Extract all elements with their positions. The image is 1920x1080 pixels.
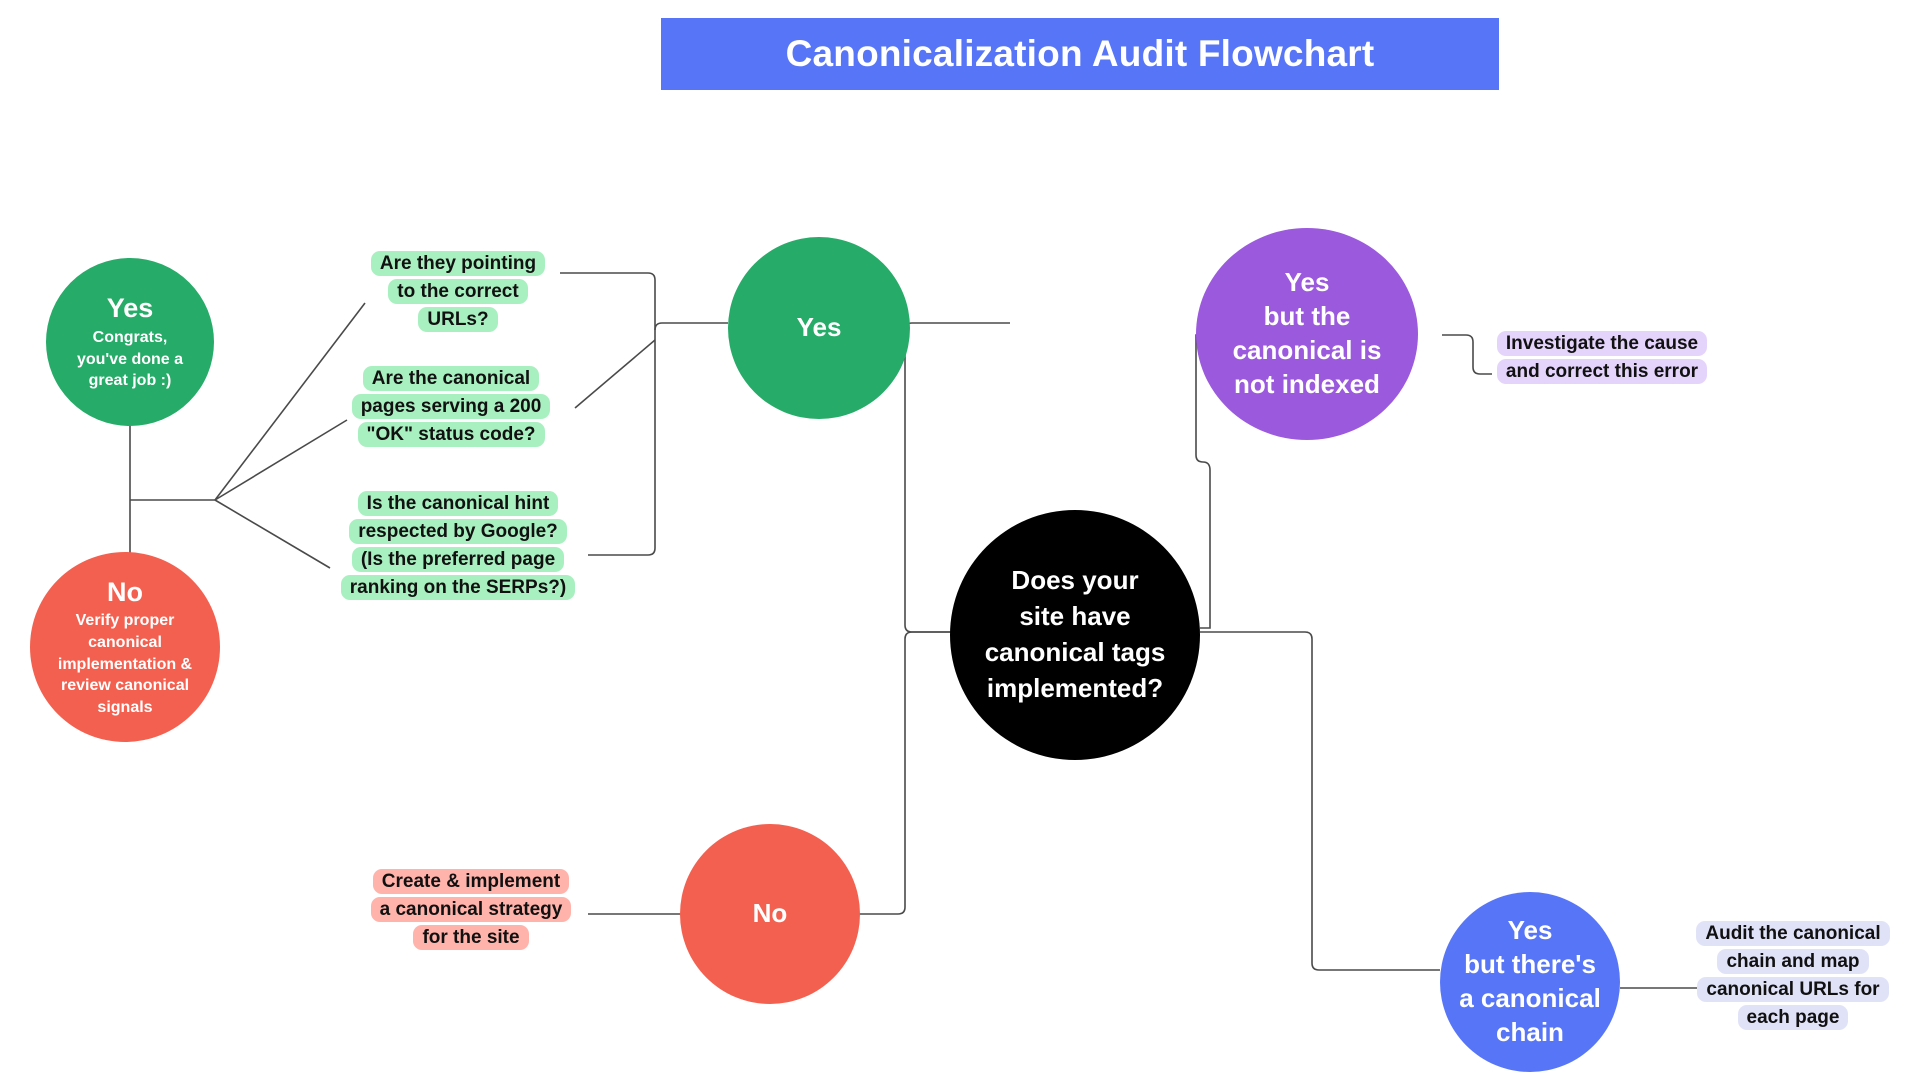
check-status-line3: "OK" status code?	[357, 422, 545, 448]
no-branch-label: No	[752, 898, 788, 929]
root-question-line4: implemented?	[986, 672, 1164, 703]
node-final-yes[interactable]: Yes Congrats, you've done a great job :)	[46, 258, 214, 426]
page-title: Canonicalization Audit Flowchart	[785, 33, 1375, 74]
chain-line3: a canonical	[1459, 983, 1601, 1013]
chain-line2: but there's	[1464, 949, 1596, 980]
audit-chain-line4: each page	[1737, 1005, 1849, 1031]
node-no-branch[interactable]: No	[680, 824, 860, 1004]
final-yes-sub2: you've done a	[76, 350, 184, 368]
final-no-sub3: implementation &	[57, 655, 193, 673]
chart-title-banner: Canonicalization Audit Flowchart	[661, 18, 1499, 90]
not-indexed-line4: not indexed	[1234, 368, 1380, 399]
node-yes-branch[interactable]: Yes	[728, 237, 910, 419]
audit-chain-line2: chain and map	[1717, 949, 1869, 975]
final-no-sub2: canonical	[88, 634, 162, 652]
label-audit-chain[interactable]: Audit the canonical chain and map canoni…	[1682, 920, 1904, 1032]
check-respected-line3: (Is the preferred page	[351, 547, 565, 573]
label-check-status[interactable]: Are the canonical pages serving a 200 "O…	[340, 365, 562, 449]
connector-yes-to-check-urls	[560, 272, 656, 330]
create-strategy-line2: a canonical strategy	[370, 897, 572, 923]
final-no-head: No	[107, 576, 143, 607]
final-yes-sub3: great job :)	[88, 372, 172, 390]
check-respected-line2: respected by Google?	[349, 519, 567, 545]
connector-yes-to-check-status	[574, 339, 656, 409]
check-respected-line1: Is the canonical hint	[357, 491, 559, 516]
root-question-line1: Does your	[1011, 565, 1139, 596]
chain-line4: chain	[1496, 1016, 1564, 1047]
check-status-line2: pages serving a 200	[351, 394, 551, 420]
not-indexed-line1: Yes	[1284, 267, 1330, 298]
final-yes-sub1: Congrats,	[92, 329, 168, 347]
audit-chain-line1: Audit the canonical	[1696, 921, 1890, 946]
label-check-urls[interactable]: Are they pointing to the correct URLs?	[358, 250, 558, 334]
final-no-sub1: Verify proper	[75, 612, 175, 630]
final-no-sub5: signals	[97, 698, 153, 716]
label-check-respected[interactable]: Is the canonical hint respected by Googl…	[328, 490, 588, 602]
label-create-strategy[interactable]: Create & implement a canonical strategy …	[355, 868, 587, 952]
connector-root-to-no	[855, 631, 960, 915]
investigate-line2: and correct this error	[1496, 359, 1708, 385]
connector-hub-to-check-status	[214, 419, 348, 501]
connector-hub-to-check-respected	[214, 499, 331, 569]
connector-root-to-chain	[1200, 631, 1440, 971]
label-investigate-cause[interactable]: Investigate the cause and correct this e…	[1478, 330, 1726, 386]
final-yes-head: Yes	[106, 293, 154, 324]
chain-line1: Yes	[1507, 915, 1553, 946]
root-question-line2: site have	[1019, 601, 1131, 632]
final-no-sub4: review canonical	[60, 677, 190, 695]
node-yes-not-indexed[interactable]: Yes but the canonical is not indexed	[1196, 228, 1418, 440]
create-strategy-line1: Create & implement	[372, 869, 570, 894]
check-urls-line2: to the correct	[388, 279, 528, 305]
check-urls-line3: URLs?	[418, 307, 498, 333]
check-respected-line4: ranking on the SERPs?)	[340, 575, 576, 601]
not-indexed-line2: but the	[1263, 301, 1351, 332]
node-yes-canonical-chain[interactable]: Yes but there's a canonical chain	[1440, 892, 1620, 1072]
node-root-question[interactable]: Does your site have canonical tags imple…	[950, 510, 1200, 760]
investigate-line1: Investigate the cause	[1496, 331, 1708, 356]
check-status-line1: Are the canonical	[362, 366, 540, 391]
node-final-no[interactable]: No Verify proper canonical implementatio…	[30, 552, 220, 742]
audit-chain-line3: canonical URLs for	[1697, 977, 1889, 1003]
check-urls-line1: Are they pointing	[370, 251, 546, 276]
not-indexed-line3: canonical is	[1232, 335, 1382, 365]
create-strategy-line3: for the site	[413, 925, 529, 951]
yes-branch-label: Yes	[796, 312, 842, 343]
connector-yes-to-check-respected	[588, 322, 728, 556]
root-question-line3: canonical tags	[984, 637, 1166, 667]
